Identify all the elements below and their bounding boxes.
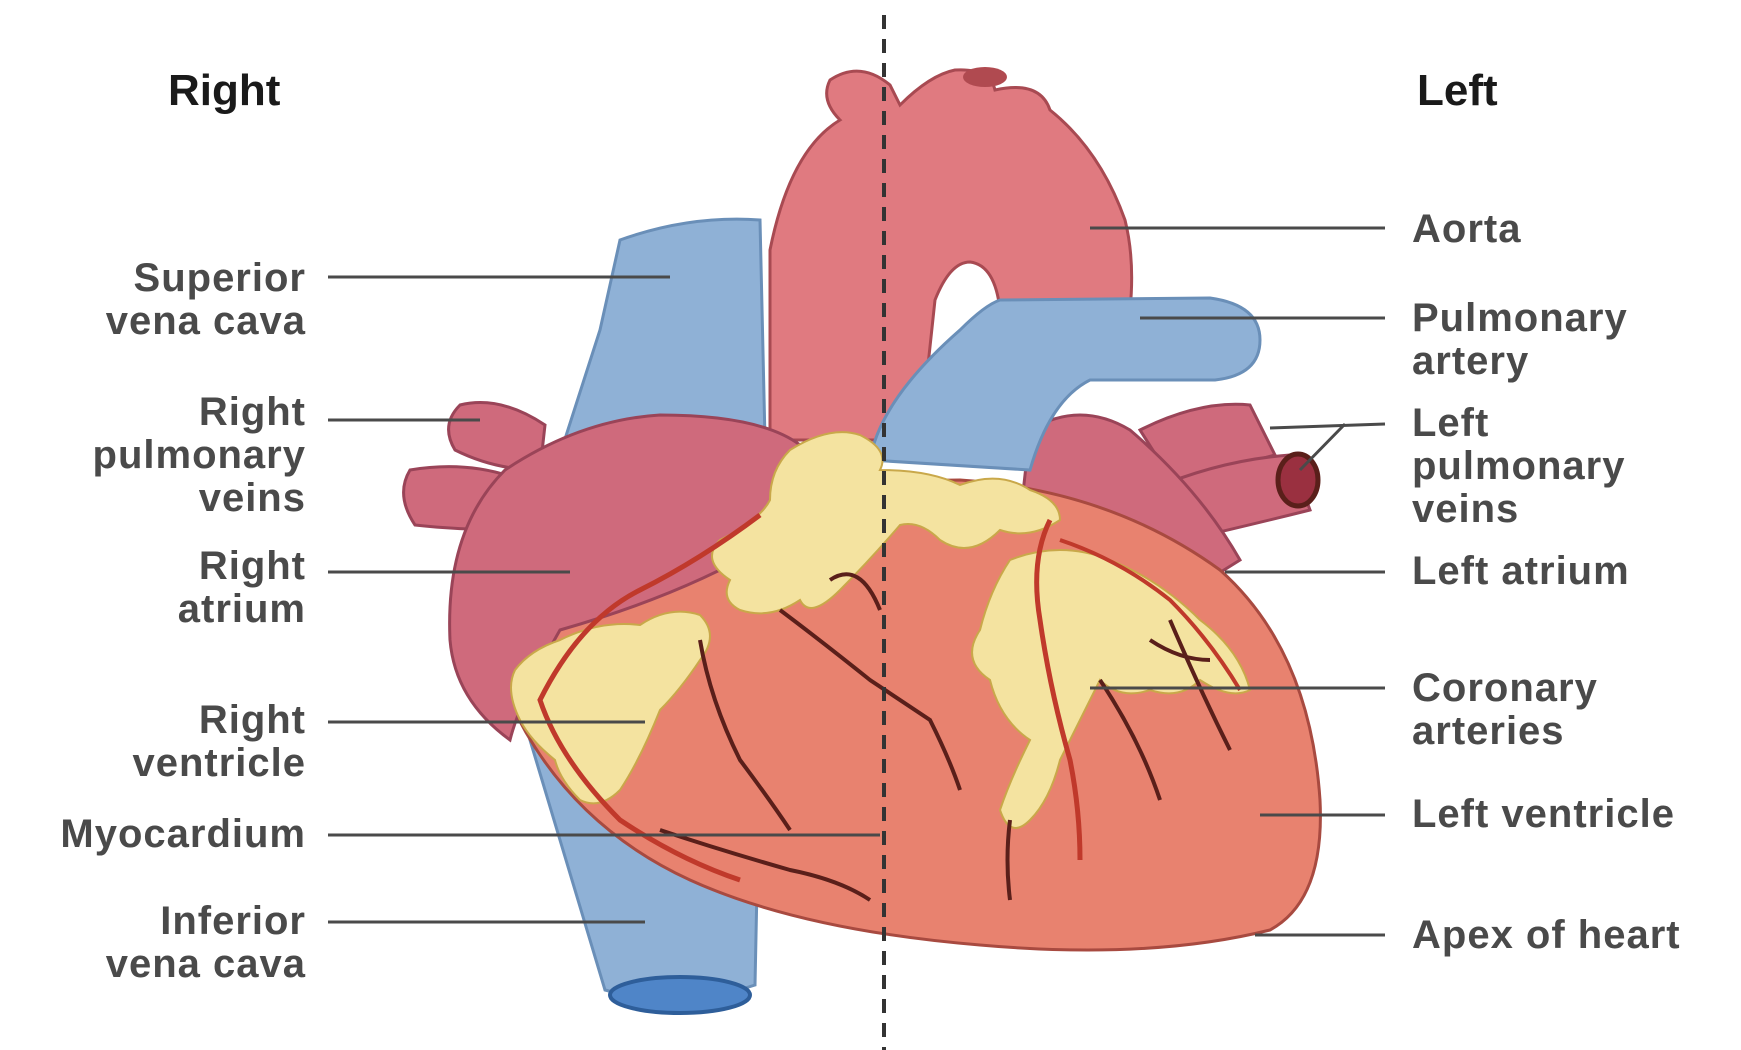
label-left-atrium: Left atrium: [1412, 550, 1630, 593]
side-header-right: Right: [168, 66, 280, 116]
label-right-pulmonary-veins-line-3: veins: [93, 477, 306, 520]
label-right-pulmonary-veins-line-2: pulmonary: [93, 434, 306, 477]
label-inferior-vena-cava-line-1: Inferior: [106, 900, 306, 943]
label-apex-of-heart-line-1: Apex of heart: [1412, 914, 1681, 957]
label-inferior-vena-cava-line-2: vena cava: [106, 943, 306, 986]
label-coronary-arteries-line-1: Coronary: [1412, 667, 1598, 710]
label-superior-vena-cava-line-2: vena cava: [106, 300, 306, 343]
label-pulmonary-artery-line-1: Pulmonary: [1412, 297, 1628, 340]
label-right-ventricle-line-2: ventricle: [132, 742, 306, 785]
label-right-pulmonary-veins-line-1: Right: [93, 391, 306, 434]
aorta-branch-opening: [963, 67, 1007, 87]
label-right-atrium-line-2: atrium: [178, 588, 306, 631]
label-apex-of-heart: Apex of heart: [1412, 914, 1681, 957]
label-superior-vena-cava-line-1: Superior: [106, 257, 306, 300]
leader-left-pulmonary-veins-b: [1300, 424, 1345, 470]
label-coronary-arteries-line-2: arteries: [1412, 710, 1598, 753]
label-right-ventricle-line-1: Right: [132, 699, 306, 742]
label-left-pulmonary-veins-line-1: Left: [1412, 402, 1625, 445]
left-pulmonary-vein-opening: [1278, 454, 1318, 506]
inferior-vena-cava-opening: [610, 977, 750, 1013]
label-left-ventricle-line-1: Left ventricle: [1412, 793, 1675, 836]
side-header-left: Left: [1417, 66, 1498, 116]
label-left-pulmonary-veins-line-3: veins: [1412, 488, 1625, 531]
label-left-atrium-line-1: Left atrium: [1412, 550, 1630, 593]
label-aorta-line-1: Aorta: [1412, 208, 1521, 251]
label-myocardium: Myocardium: [60, 813, 306, 856]
label-left-ventricle: Left ventricle: [1412, 793, 1675, 836]
label-left-pulmonary-veins-line-2: pulmonary: [1412, 445, 1625, 488]
leader-left-pulmonary-veins-a: [1270, 424, 1385, 428]
label-right-atrium-line-1: Right: [178, 545, 306, 588]
label-pulmonary-artery-line-2: artery: [1412, 340, 1628, 383]
label-aorta: Aorta: [1412, 208, 1521, 251]
label-myocardium-line-1: Myocardium: [60, 813, 306, 856]
